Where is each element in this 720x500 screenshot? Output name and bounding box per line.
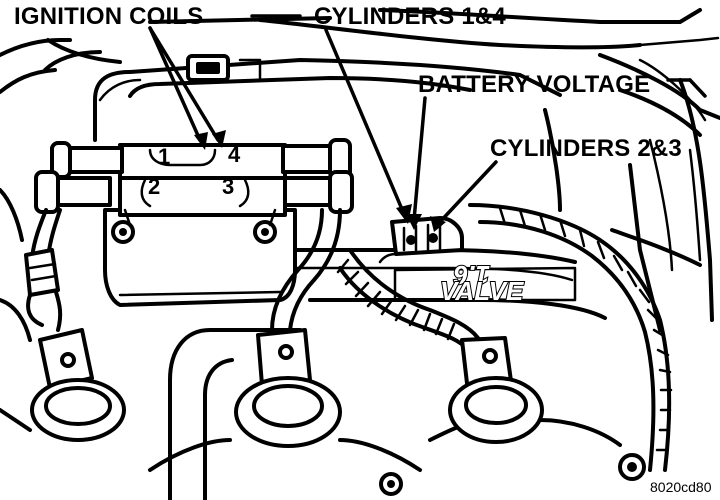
leader-lines bbox=[148, 14, 707, 232]
terminal-number-3: 3 bbox=[222, 174, 234, 199]
label-battery-voltage: BATTERY VOLTAGE bbox=[418, 71, 650, 98]
engine-background bbox=[0, 8, 720, 496]
terminal-number-2: 2 bbox=[148, 174, 160, 199]
plug-boot-1 bbox=[30, 328, 126, 442]
plug-boot-2 bbox=[234, 328, 342, 448]
valve-cover bbox=[148, 248, 622, 500]
engraved-displacement: 1.6 bbox=[453, 260, 490, 290]
coil-pack bbox=[34, 138, 354, 307]
terminal-number-1: 1 bbox=[158, 144, 170, 169]
callout-labels: IGNITION COILS CYLINDERS 1&4 BATTERY VOL… bbox=[14, 3, 682, 162]
figure-id: 8020cd80 bbox=[650, 479, 712, 495]
label-ignition-coils: IGNITION COILS bbox=[14, 3, 203, 30]
label-cylinders-1-4: CYLINDERS 1&4 bbox=[314, 3, 506, 30]
plug-boot-3 bbox=[448, 336, 544, 444]
spark-plug-wires bbox=[24, 208, 480, 352]
label-cylinders-2-3: CYLINDERS 2&3 bbox=[490, 135, 682, 162]
coil-connector bbox=[378, 216, 464, 264]
terminal-number-4: 4 bbox=[228, 142, 241, 167]
engraved-valve: VALVE bbox=[440, 276, 524, 306]
terminal-numbers: 1 4 2 3 bbox=[148, 142, 241, 199]
engraved-lettering: 1.6 VALVE bbox=[439, 259, 525, 307]
